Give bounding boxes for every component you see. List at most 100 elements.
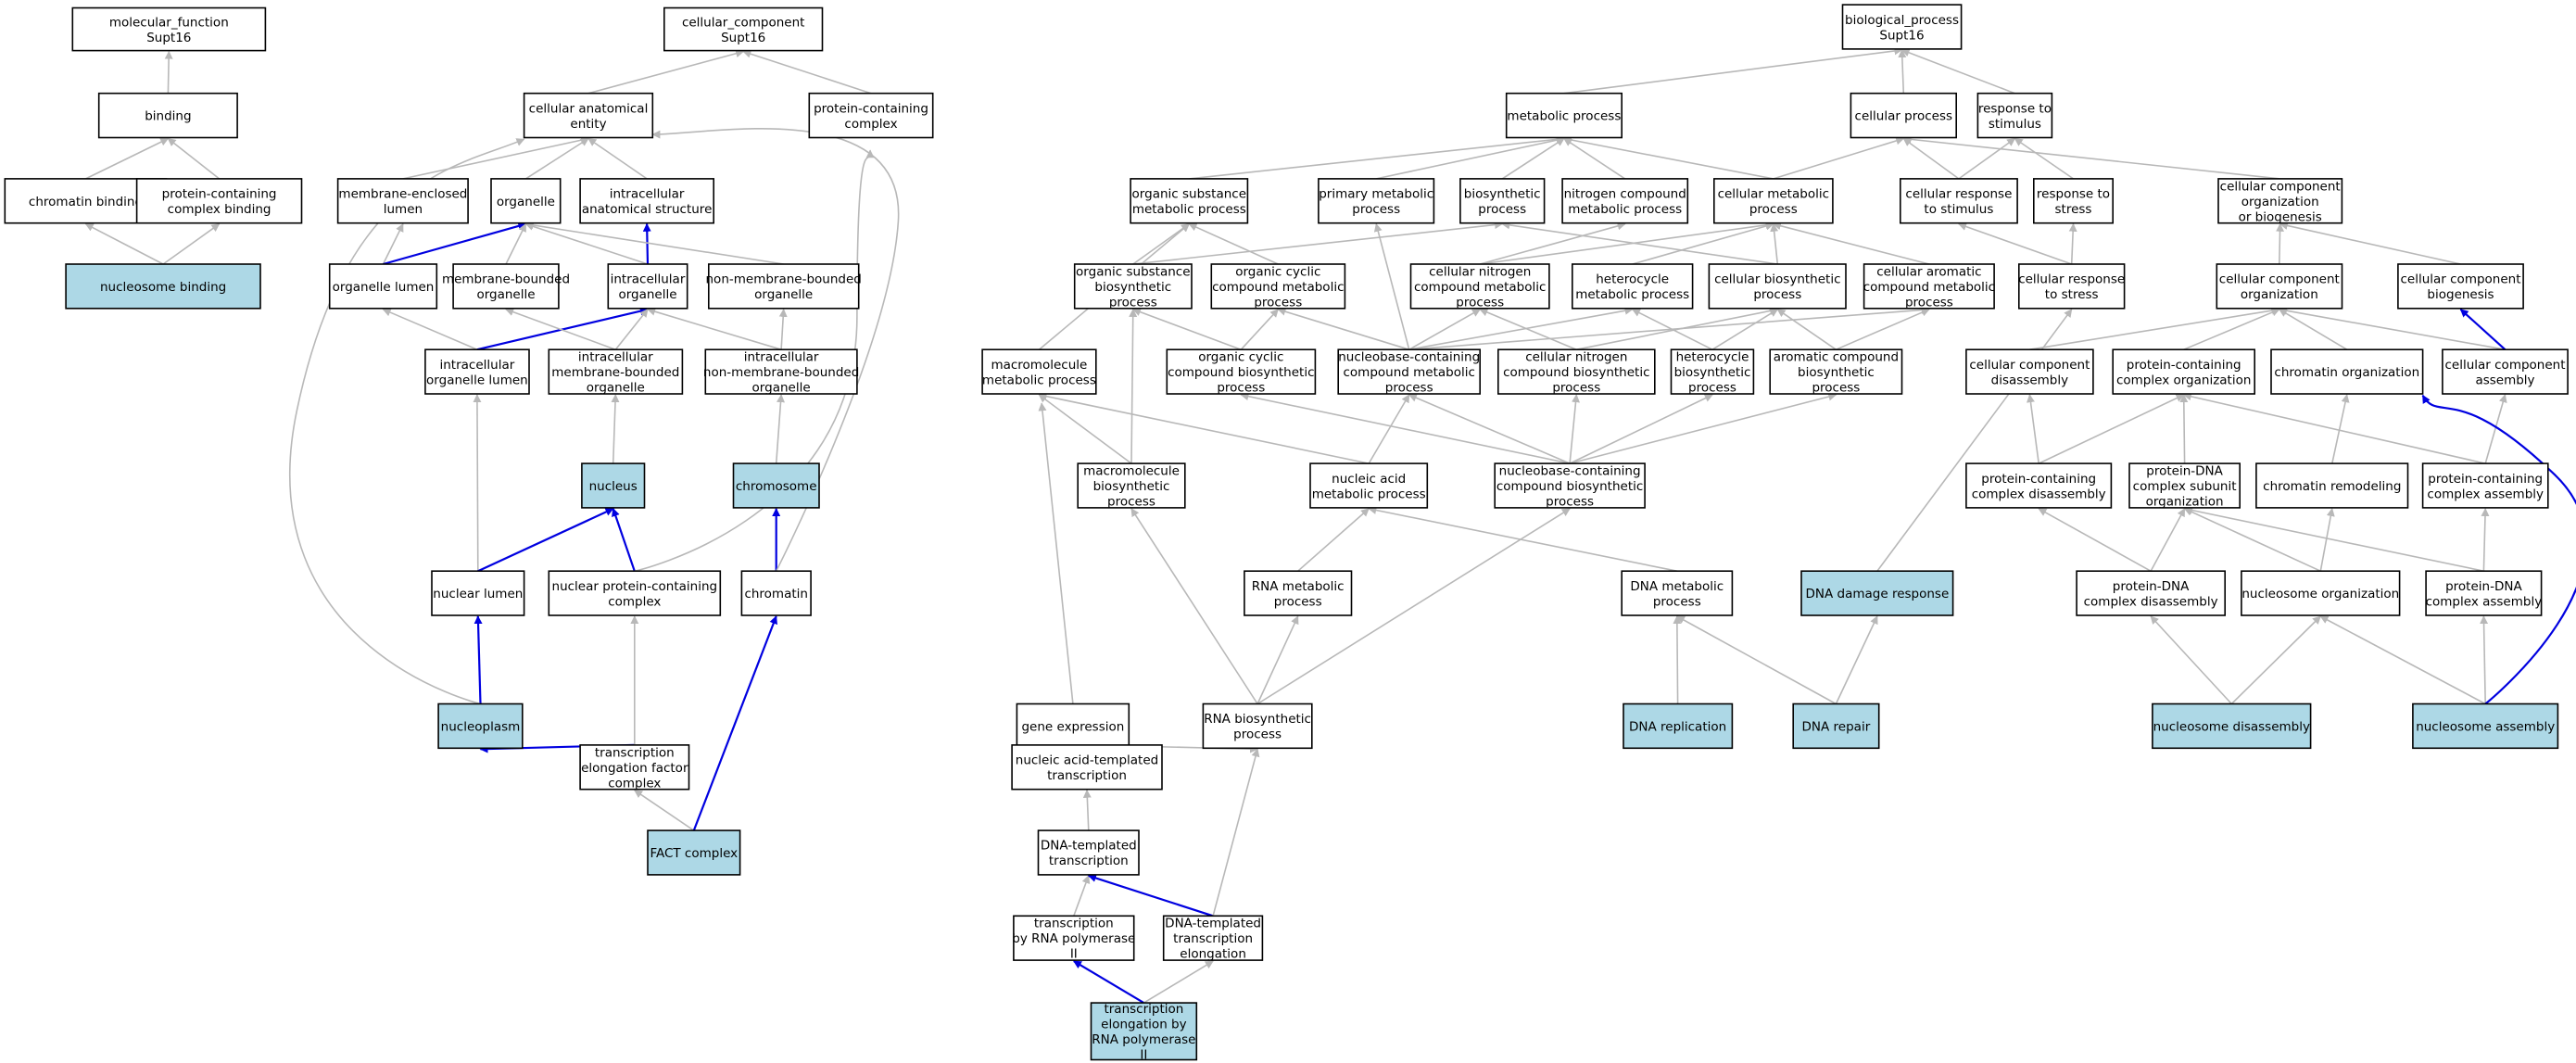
node-box [2216,263,2343,310]
node-label: elongation factor [581,761,688,776]
edge-cellular_nitrogen_compound_metabolic_process-to-nitrogen_compound_metabolic_process [1479,221,1626,265]
edge-cellular_aromatic_compound_metabolic_process-to-cellular_metabolic_process [1772,221,1930,265]
node-intracellular_non_membrane_bounded_organelle[interactable]: intracellularnon-membrane-boundedorganel… [703,348,859,396]
node-label: cellular aromatic [1876,264,1981,279]
node-organelle_lumen[interactable]: organelle lumen [328,263,438,310]
node-dna_replication[interactable]: DNA replication [1623,702,1734,750]
node-metabolic_process[interactable]: metabolic process [1505,92,1623,139]
edge-nucleoplasm-to-nuclear_lumen [474,615,483,704]
node-fact_complex[interactable]: FACT complex [647,829,741,876]
edge-nucleosome_organization-to-chromatin_remodeling [2319,508,2335,572]
node-chromatin[interactable]: chromatin [740,570,812,616]
node-nucleosome_organization[interactable]: nucleosome organization [2241,570,2401,616]
node-label: process [1905,295,1953,310]
edge-nitrogen_compound_metabolic_process-to-metabolic_process [1563,137,1626,180]
node-organelle[interactable]: organelle [490,178,562,224]
node-label: cellular_component [682,15,804,30]
node-label: compound biosynthetic [1496,479,1643,494]
node-dna_damage_response[interactable]: DNA damage response [1800,570,1954,616]
node-chromatin_remodeling[interactable]: chromatin remodeling [2255,462,2409,509]
node-nucleus[interactable]: nucleus [581,462,646,509]
node-nucleosome_disassembly[interactable]: nucleosome disassembly [2152,702,2312,750]
node-nucleosome_assembly[interactable]: nucleosome assembly [2412,702,2559,750]
node-cellular_process[interactable]: cellular process [1850,92,1958,139]
node-box [2241,570,2401,616]
node-label: biosynthetic [1798,365,1875,380]
node-nuclear_lumen[interactable]: nuclear lumen [431,570,525,616]
edge-nucleosome_organization-to-protein_dna_complex_subunit_organization [2183,508,2321,572]
node-box [1011,744,1163,791]
edge-protein_dna_complex_subunit_organization-to-protein_containing_complex_organization [2179,394,2189,464]
edge-macromolecule_biosynthetic_process-to-organic_substance_biosynthetic_process [1129,308,1138,464]
node-nucleosome_binding[interactable]: nucleosome binding [65,263,261,310]
node-nucleoplasm[interactable]: nucleoplasm [437,702,524,750]
node-chromatin_organization[interactable]: chromatin organization [2270,348,2424,395]
node-binding[interactable]: binding [97,92,238,139]
edge-nucleoplasm-to-cellular_anatomical_entity [289,138,525,705]
node-chromosome[interactable]: chromosome [732,462,820,509]
node-gene_expression[interactable]: gene expression [1016,702,1130,750]
edge-nucleosome_disassembly-to-nucleosome_organization [2230,615,2321,705]
node-dna_repair[interactable]: DNA repair [1792,702,1880,750]
edge-heterocycle_biosynthetic_process-to-cellular_biosynthetic_process [1711,309,1779,350]
